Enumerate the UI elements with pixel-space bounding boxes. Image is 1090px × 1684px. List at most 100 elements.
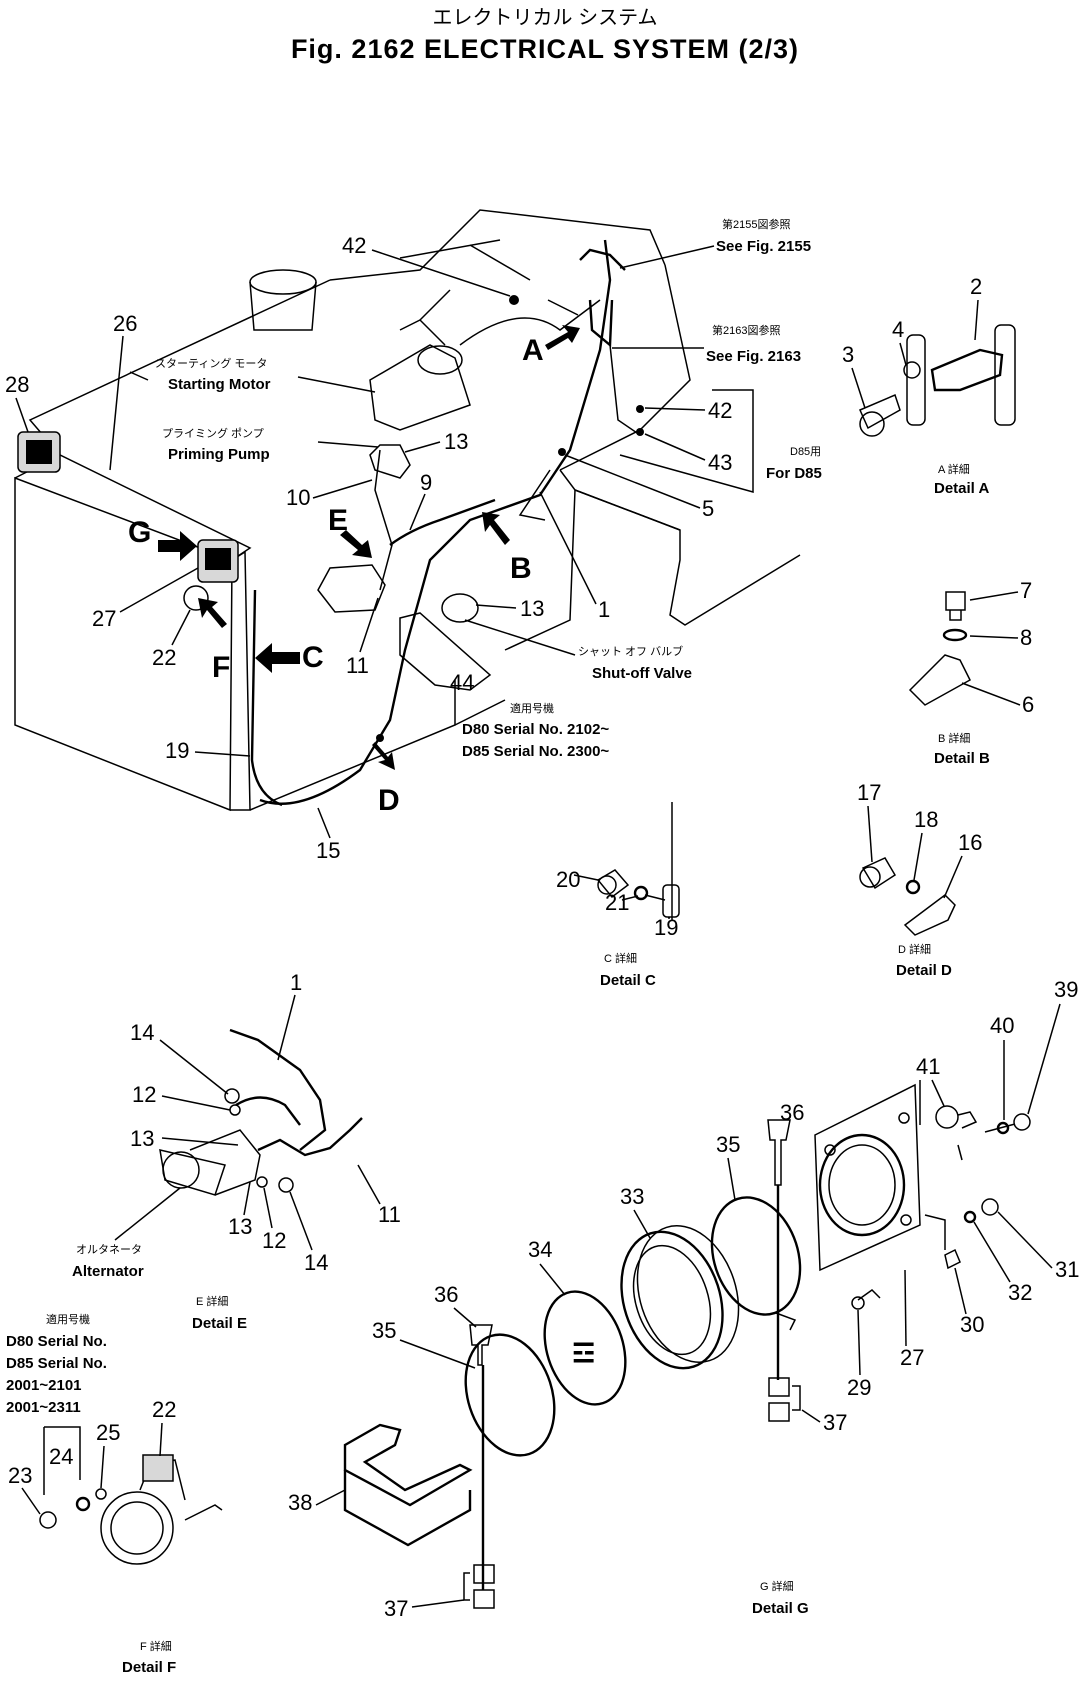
- clip-42b: [636, 405, 644, 413]
- flange-27: [814, 1083, 921, 1272]
- callout-28: 28: [5, 372, 29, 397]
- clip-16: [903, 894, 956, 936]
- lens-34: [543, 1290, 627, 1406]
- harness-1-e: [229, 1028, 327, 1151]
- leader-6: [961, 682, 1021, 706]
- callout-36-left: 36: [434, 1282, 458, 1307]
- bolt-17-head: [859, 866, 881, 888]
- title-jp: エレクトリカル システム: [433, 6, 658, 29]
- screw-39: [984, 1123, 1016, 1133]
- serial-e-4: 2001~2311: [6, 1399, 81, 1416]
- terminal-14-top: [224, 1088, 240, 1104]
- nut-37-left-a: [473, 1564, 495, 1584]
- view-label-e: E: [328, 504, 348, 537]
- leader-39: [1027, 1003, 1061, 1115]
- washer-32: [963, 1210, 977, 1224]
- shutoff: Shut-off Valve: [592, 665, 692, 682]
- clamp-2: [930, 348, 1004, 392]
- harness-9: [389, 498, 496, 546]
- engine-top-back: [329, 209, 666, 281]
- engine-right-face: [504, 488, 681, 651]
- clip-5: [558, 448, 566, 456]
- priming-pump: Priming Pump: [168, 446, 270, 463]
- detail-b: Detail B: [934, 750, 990, 767]
- leader-4: [899, 342, 907, 366]
- clip-42: [509, 295, 519, 305]
- leader-36-left: [453, 1307, 477, 1328]
- detail-c: Detail C: [600, 972, 656, 989]
- leader-5: [564, 454, 701, 509]
- callout-24: 24: [49, 1444, 73, 1469]
- callout-12-top: 12: [132, 1082, 156, 1107]
- bolt-29-head: [851, 1296, 865, 1310]
- leader-21: [621, 895, 639, 901]
- detail-c-jp: C 詳細: [604, 951, 637, 965]
- bolt-7-shank: [949, 610, 962, 621]
- callout-19-c: 19: [654, 915, 678, 940]
- callout-32: 32: [1008, 1280, 1032, 1305]
- alternator-rear: [189, 1129, 261, 1196]
- plate-22: [142, 1454, 174, 1482]
- callout-14-bot: 14: [304, 1250, 328, 1275]
- bolt-36-right: [767, 1119, 791, 1186]
- clip-43: [636, 428, 644, 436]
- flange-hole-2: [898, 1112, 910, 1124]
- flange-ring: [818, 1133, 906, 1237]
- detail-e-jp: E 詳細: [196, 1294, 228, 1308]
- leader-14-top: [159, 1039, 229, 1095]
- leader-22-f: [159, 1422, 163, 1457]
- serial-e-3: 2001~2101: [6, 1377, 82, 1394]
- engine-bottom-right: [454, 699, 506, 726]
- leader-42-top: [371, 249, 511, 297]
- callout-13-e-bot: 13: [228, 1214, 252, 1239]
- callout-11: 11: [346, 653, 369, 678]
- knob-22: [183, 585, 209, 611]
- callout-22-f: 22: [152, 1397, 176, 1422]
- arrow-a-icon: [545, 325, 580, 350]
- ref-2163-jp: 第2163図参照: [712, 323, 780, 337]
- callout-36-right: 36: [780, 1100, 804, 1125]
- leader-30: [954, 1267, 967, 1315]
- callout-12-bot: 12: [262, 1228, 286, 1253]
- leader-38: [315, 1489, 346, 1506]
- ring-33: [620, 1230, 724, 1370]
- d85: For D85: [766, 465, 822, 482]
- serial-e-1: D80 Serial No.: [6, 1333, 107, 1350]
- radiator-front: [14, 476, 233, 812]
- leader-20: [573, 874, 599, 881]
- callout-6: 6: [1022, 692, 1034, 717]
- detail-f-jp: F 詳細: [140, 1639, 172, 1653]
- serial-jp: 適用号機: [510, 701, 554, 715]
- leader-35-right: [727, 1157, 736, 1201]
- spring-30: [944, 1248, 961, 1270]
- callout-35-right: 35: [716, 1132, 740, 1157]
- callout-37-left: 37: [384, 1596, 408, 1621]
- leader-shutoff: [464, 619, 576, 656]
- band-35-left: [464, 1333, 556, 1457]
- leader-16: [943, 855, 963, 899]
- bolt-23: [39, 1511, 57, 1529]
- arrow-d-icon: [372, 742, 395, 770]
- pipe-a1: [906, 334, 926, 426]
- starting-motor-jp: スターティング モータ: [155, 356, 267, 370]
- serial-e-2: D85 Serial No.: [6, 1355, 107, 1372]
- leader-31: [997, 1211, 1053, 1269]
- leader-19-main: [194, 751, 251, 757]
- engine-assembly: [14, 209, 801, 812]
- callout-13-top: 13: [444, 429, 468, 454]
- leader-priming: [317, 441, 379, 448]
- bolt-20: [596, 869, 630, 899]
- nut-37-right-a: [768, 1377, 790, 1397]
- starting-motor-solenoid: [399, 319, 446, 346]
- leader-28: [15, 397, 29, 433]
- detail-a: 2 3 4 A 詳細 Detail A: [842, 274, 1016, 497]
- callout-17: 17: [857, 780, 881, 805]
- leader-26b: [109, 335, 124, 471]
- arrow-e-icon: [340, 530, 372, 558]
- bracket-37-right: [792, 1385, 801, 1411]
- harness-extra: [518, 299, 579, 521]
- washer-21: [633, 885, 649, 901]
- view-label-g: G: [128, 516, 151, 549]
- callout-22: 22: [152, 645, 176, 670]
